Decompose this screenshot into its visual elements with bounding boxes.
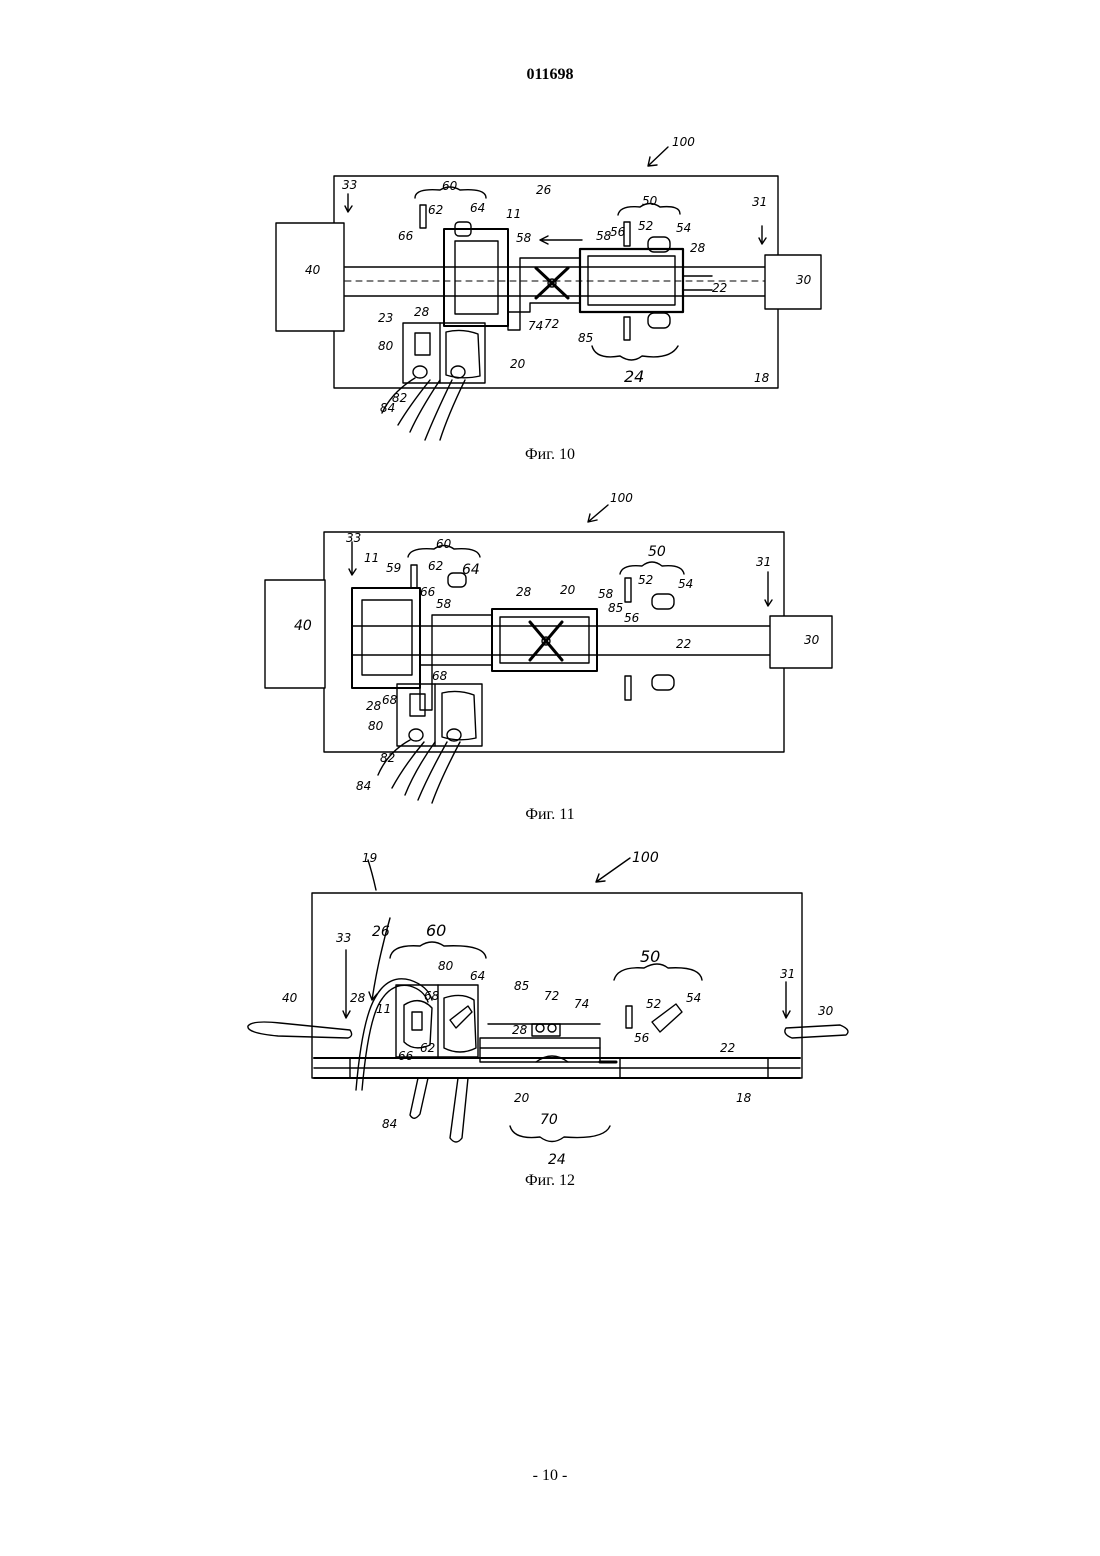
ref-62: 62: [428, 203, 443, 217]
figure-12-drawing: 100 19 26 60 50 33 31 40 28 11 80 68 64 …: [0, 845, 1100, 1175]
ref-11: 11: [364, 551, 379, 565]
figure-11-caption: Фиг. 11: [0, 806, 1100, 824]
ref-100: 100: [672, 135, 695, 149]
ref-50: 50: [642, 194, 658, 208]
ref-68b: 68: [432, 669, 448, 683]
ref-56: 56: [610, 225, 626, 239]
ref-22: 22: [712, 281, 727, 295]
ref-56: 56: [634, 1031, 650, 1045]
ref-50: 50: [648, 544, 666, 560]
ref-74: 74: [574, 997, 589, 1011]
block-40: [276, 223, 344, 331]
ref-28b: 28: [414, 305, 430, 319]
ref-11: 11: [506, 207, 521, 221]
ref-84: 84: [356, 779, 371, 793]
ref-84: 84: [382, 1117, 397, 1131]
ref-52: 52: [638, 219, 653, 233]
ref-26: 26: [536, 183, 552, 197]
ref-85: 85: [514, 979, 529, 993]
ref-28b: 28: [512, 1023, 528, 1037]
ref-40: 40: [305, 263, 321, 277]
ref-58a: 58: [436, 597, 452, 611]
ref-50: 50: [640, 947, 660, 966]
ref-24: 24: [624, 367, 644, 386]
ref-62: 62: [420, 1041, 435, 1055]
block-30: [765, 255, 821, 309]
ref-33: 33: [336, 931, 351, 945]
ref-33: 33: [346, 531, 361, 545]
ref-54: 54: [678, 577, 693, 591]
block-30: [770, 616, 832, 668]
ref-68: 68: [424, 989, 440, 1003]
ref-40: 40: [294, 618, 312, 634]
ref-28: 28: [690, 241, 706, 255]
ref-22: 22: [720, 1041, 735, 1055]
ref-28a: 28: [516, 585, 532, 599]
ref-72: 72: [544, 317, 559, 331]
ref-33: 33: [342, 178, 357, 192]
ref-64: 64: [470, 201, 485, 215]
ref-30: 30: [818, 1004, 834, 1018]
ref-80: 80: [368, 719, 384, 733]
ref-64: 64: [462, 562, 480, 578]
block-40: [265, 580, 325, 688]
ref-18: 18: [736, 1091, 752, 1105]
ref-11: 11: [376, 1002, 391, 1016]
ref-60: 60: [426, 921, 446, 940]
ref-26: 26: [372, 924, 390, 940]
ref-85: 85: [608, 601, 623, 615]
ref-80a: 80: [438, 959, 454, 973]
ref-40: 40: [282, 991, 298, 1005]
ref-100: 100: [632, 850, 659, 866]
ref-18: 18: [754, 371, 770, 385]
ref-58a: 58: [516, 231, 532, 245]
ref-56: 56: [624, 611, 640, 625]
ref-31: 31: [752, 195, 767, 209]
ref-54: 54: [686, 991, 701, 1005]
ref-30: 30: [804, 633, 820, 647]
ref-70: 70: [540, 1112, 558, 1128]
ref-100: 100: [610, 491, 633, 505]
figure-12-caption: Фиг. 12: [0, 1172, 1100, 1190]
ref-72: 72: [544, 989, 559, 1003]
ref-28b: 28: [366, 699, 382, 713]
ref-20: 20: [510, 357, 526, 371]
page-number: - 10 -: [0, 1467, 1100, 1485]
ref-23: 23: [378, 311, 393, 325]
ref-54: 54: [676, 221, 691, 235]
ref-58b: 58: [598, 587, 614, 601]
ref-30: 30: [796, 273, 812, 287]
ref-28a: 28: [350, 991, 366, 1005]
ref-85: 85: [578, 331, 593, 345]
ref-60: 60: [436, 537, 452, 551]
ref-82: 82: [380, 751, 395, 765]
figure-10-drawing: 100 33 60 26 50 31 40 30 62 66 64 11 58 …: [0, 0, 1100, 445]
ref-84: 84: [380, 401, 395, 415]
ref-74: 74: [528, 319, 543, 333]
ref-22: 22: [676, 637, 691, 651]
ref-66: 66: [420, 585, 436, 599]
ref-68a: 68: [382, 693, 398, 707]
ref-20: 20: [560, 583, 576, 597]
ref-59: 59: [386, 561, 401, 575]
ref-24: 24: [548, 1152, 566, 1168]
ref-66: 66: [398, 1049, 414, 1063]
ref-52: 52: [638, 573, 653, 587]
ref-80: 80: [378, 339, 394, 353]
ref-62: 62: [428, 559, 443, 573]
ref-64: 64: [470, 969, 485, 983]
figure-11-drawing: 100 33 11 59 60 62 64 66 58 28 20 58 50 …: [0, 480, 1100, 805]
ref-66: 66: [398, 229, 414, 243]
ref-31: 31: [756, 555, 771, 569]
ref-19: 19: [362, 851, 377, 865]
figure-10-caption: Фиг. 10: [0, 446, 1100, 464]
ref-31: 31: [780, 967, 795, 981]
ref-52: 52: [646, 997, 661, 1011]
ref-20: 20: [514, 1091, 530, 1105]
ref-60: 60: [442, 179, 458, 193]
